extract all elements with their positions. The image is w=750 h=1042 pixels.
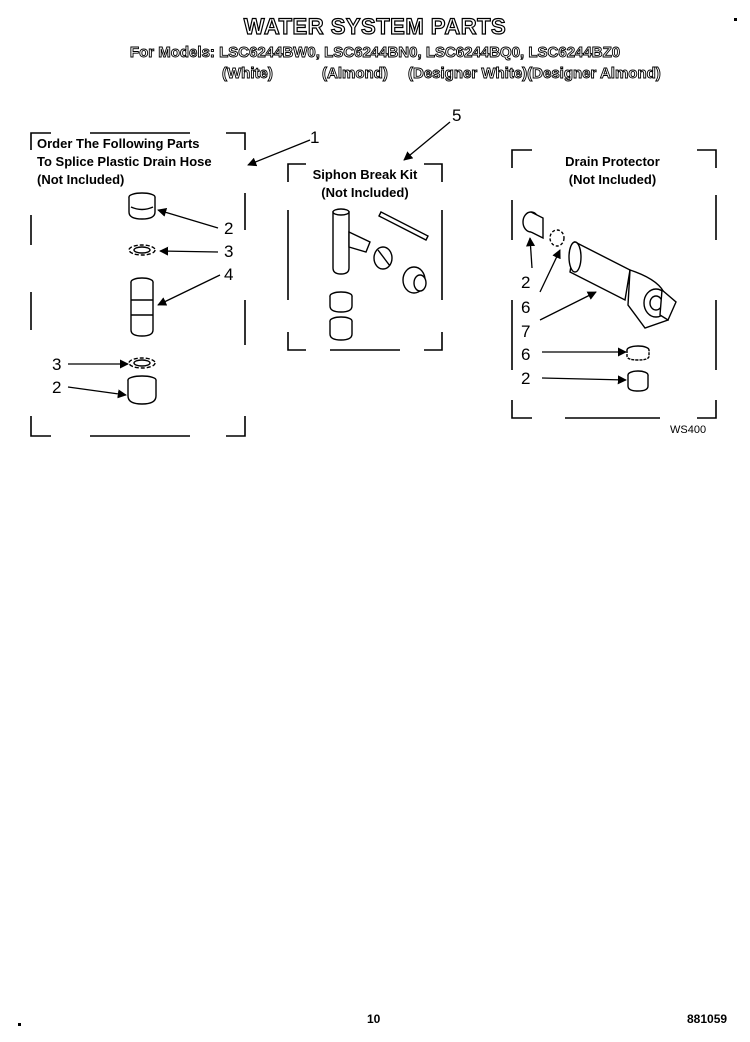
callout-number: 3 bbox=[224, 242, 234, 261]
corner-mark bbox=[734, 18, 737, 21]
splice-caption: Order The Following Parts To Splice Plas… bbox=[37, 135, 212, 189]
document-code: 881059 bbox=[687, 1012, 728, 1026]
color-almond: (Almond) bbox=[322, 65, 389, 83]
model-list: For Models: LSC6244BW0, LSC6244BN0, LSC6… bbox=[129, 44, 621, 62]
callout-number: 2 bbox=[521, 369, 531, 388]
page-number: 10 bbox=[367, 1012, 381, 1026]
callout-number: 2 bbox=[521, 273, 531, 292]
callout-number: 3 bbox=[52, 355, 62, 374]
drain-caption: Drain Protector (Not Included) bbox=[540, 153, 685, 189]
callout-number: 2 bbox=[224, 219, 234, 238]
figure-code: WS400 bbox=[670, 424, 707, 436]
siphon-parts bbox=[329, 208, 429, 341]
callout-number: 7 bbox=[521, 322, 531, 341]
siphon-box-frame bbox=[287, 163, 443, 351]
siphon-caption-line: (Not Included) bbox=[321, 185, 409, 200]
splice-box-frame bbox=[30, 132, 246, 437]
callout-number: 2 bbox=[52, 378, 62, 397]
siphon-caption: Siphon Break Kit (Not Included) bbox=[300, 166, 430, 202]
callout-number: 5 bbox=[452, 106, 462, 125]
color-designer: (Designer White)(Designer Almond) bbox=[408, 65, 662, 83]
drain-caption-line: Drain Protector bbox=[565, 154, 660, 169]
callout-number: 4 bbox=[224, 265, 234, 284]
drain-box-frame bbox=[511, 149, 717, 419]
drain-parts bbox=[522, 211, 677, 392]
drain-caption-line: (Not Included) bbox=[568, 172, 657, 187]
splice-caption-line: Order The Following Parts bbox=[37, 136, 200, 151]
callout-number: 1 bbox=[310, 128, 320, 147]
siphon-caption-line: Siphon Break Kit bbox=[312, 167, 418, 182]
leader-lines bbox=[67, 121, 627, 399]
splice-parts bbox=[127, 192, 157, 405]
callout-number: 6 bbox=[521, 298, 531, 317]
callout-number: 6 bbox=[521, 345, 531, 364]
color-white: (White) bbox=[222, 65, 274, 83]
splice-caption-line: To Splice Plastic Drain Hose bbox=[37, 154, 212, 169]
page-title: WATER SYSTEM PARTS bbox=[243, 13, 507, 39]
corner-mark bbox=[18, 1023, 21, 1026]
splice-caption-line: (Not Included) bbox=[37, 172, 125, 187]
